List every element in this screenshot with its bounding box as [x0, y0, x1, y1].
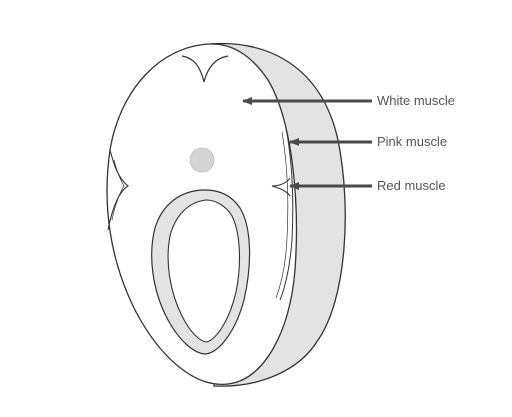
label-white-muscle: White muscle [377, 93, 455, 108]
label-red-muscle: Red muscle [377, 178, 446, 193]
label-pink-muscle: Pink muscle [377, 134, 447, 149]
spinal-cord-dot [190, 148, 214, 172]
